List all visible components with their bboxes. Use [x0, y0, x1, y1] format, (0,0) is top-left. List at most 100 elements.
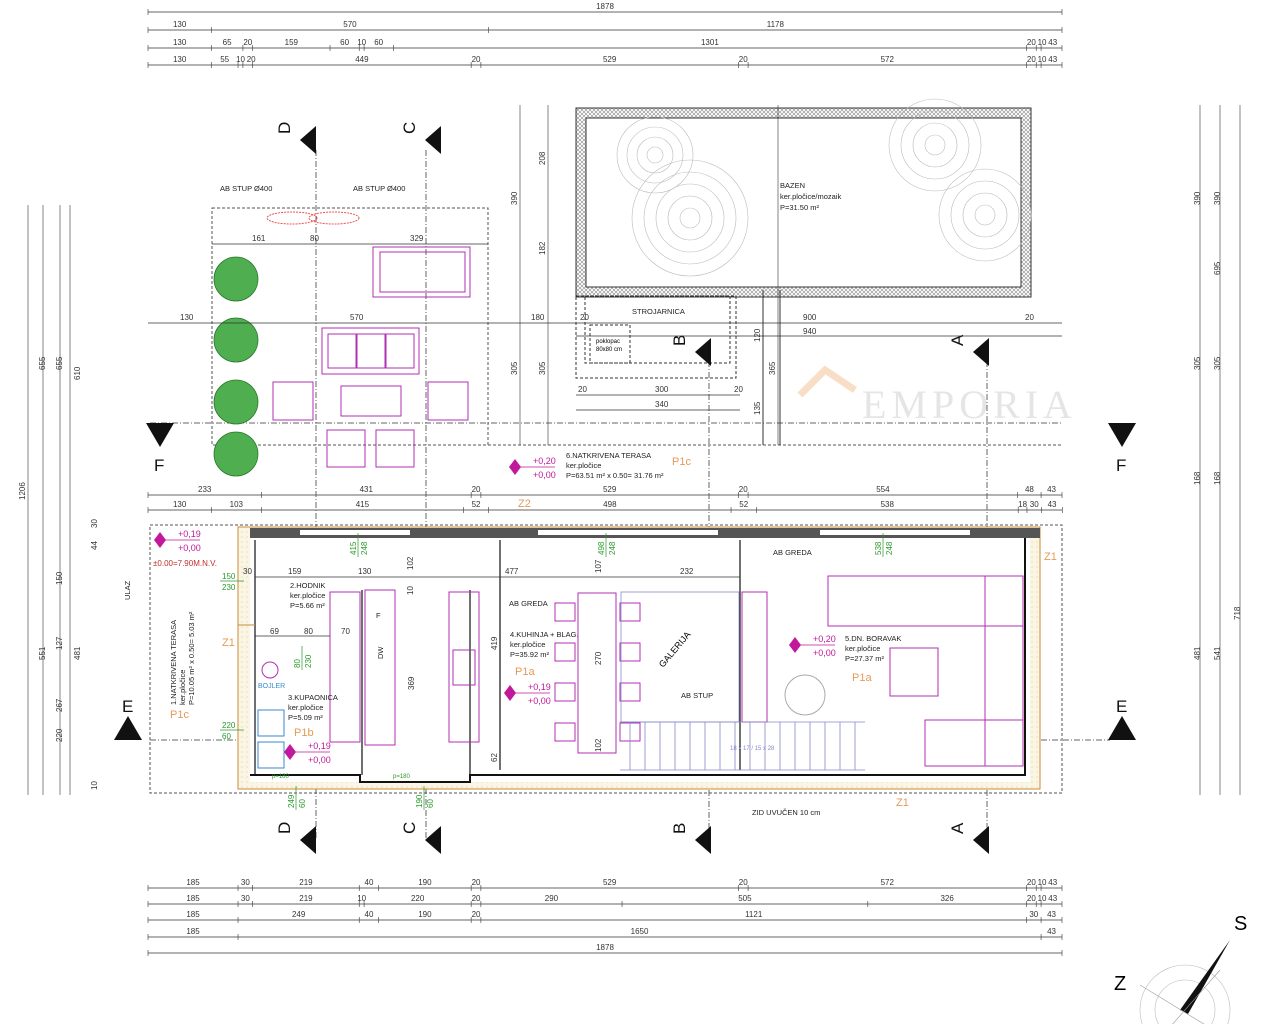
svg-text:D: D — [275, 122, 294, 134]
dimension-value: 554 — [876, 485, 890, 494]
dimension-value: 232 — [680, 567, 694, 576]
svg-text:248: 248 — [608, 541, 617, 555]
svg-text:P=35.92 m²: P=35.92 m² — [510, 650, 549, 659]
dimension-value: 20 — [472, 878, 481, 887]
beam-label-2: AB GREDA — [773, 548, 812, 557]
svg-text:60: 60 — [298, 799, 307, 808]
level-marker: +0,20+0,00 — [509, 456, 556, 480]
watermark: EMPORIA — [797, 365, 1077, 427]
room-code: P1b — [294, 727, 314, 739]
dimension-value: 390 — [510, 191, 519, 205]
dimension-value: 20 — [580, 313, 589, 322]
dimension-value: 107 — [594, 559, 603, 573]
level-markers: +0,19+0,00+0,19+0,00+0,19+0,00+0,20+0,00… — [154, 456, 836, 765]
level-bottom: +0,00 — [308, 755, 331, 765]
room-terrace-1: 1.NATKRIVENA TERASA ker.pločice P=10.05 … — [169, 611, 196, 705]
machine-room: STROJARNICA poklopac 80x80 cm — [575, 290, 781, 445]
svg-text:EMPORIA: EMPORIA — [862, 382, 1077, 427]
section-marker: C — [400, 122, 441, 154]
svg-text:248: 248 — [360, 541, 369, 555]
dimension-value: 10 — [406, 586, 415, 595]
fridge-label: F — [376, 611, 381, 620]
level-marker: +0,20+0,00 — [789, 634, 836, 658]
dimension-value: 305 — [510, 361, 519, 375]
dimension-value: 940 — [803, 327, 817, 336]
dimension-value: 43 — [1048, 55, 1057, 64]
dimension-value: 168 — [1213, 471, 1222, 485]
dimension-value: 570 — [343, 20, 357, 29]
dimension-value: 30 — [241, 894, 250, 903]
dimension-value: 40 — [365, 910, 374, 919]
section-lines — [315, 150, 988, 840]
section-marker: F — [146, 423, 174, 475]
dimension-value: 10 — [1038, 55, 1047, 64]
dimension-value: 1206 — [18, 482, 27, 500]
dimension-value: 481 — [73, 646, 82, 660]
dimension-value: 477 — [505, 567, 519, 576]
wall-note: ZID UVUČEN 10 cm — [752, 808, 820, 817]
svg-text:415: 415 — [349, 541, 358, 555]
svg-text:ker.pločice: ker.pločice — [288, 703, 323, 712]
svg-text:1.NATKRIVENA TERASA: 1.NATKRIVENA TERASA — [169, 620, 178, 705]
dimension-value: 20 — [247, 55, 256, 64]
dimension-value: 10 — [90, 781, 99, 790]
dimension-value: 369 — [407, 676, 416, 690]
dimension-value: 415 — [356, 500, 370, 509]
dimension-value: 249 — [292, 910, 306, 919]
svg-text:2.HODNIK: 2.HODNIK — [290, 581, 325, 590]
svg-text:E: E — [1116, 697, 1127, 716]
svg-text:60: 60 — [426, 799, 435, 808]
room-labels: 1.NATKRIVENA TERASA ker.pločice P=10.05 … — [169, 451, 901, 739]
section-marker: B — [670, 335, 711, 366]
dimension-value: 20 — [472, 894, 481, 903]
dimension-value: 43 — [1047, 927, 1056, 936]
dimension-value: 718 — [1233, 606, 1242, 620]
svg-text:E: E — [122, 697, 133, 716]
dimension-value: 20 — [1027, 878, 1036, 887]
dimension-value: 419 — [490, 636, 499, 650]
level-top: +0,19 — [178, 529, 201, 539]
dimension-value: 10 — [357, 38, 366, 47]
dimension-value: 52 — [472, 500, 481, 509]
dimension-value: 40 — [365, 878, 374, 887]
dimension-value: 233 — [198, 485, 212, 494]
dimension-value: 20 — [1025, 313, 1034, 322]
dimension-value: 329 — [410, 234, 424, 243]
hatch-size: 80x80 cm — [596, 347, 622, 353]
level-reference: ±0.00=7.90M.N.V. — [153, 559, 217, 568]
svg-text:248: 248 — [885, 541, 894, 555]
washers — [257, 661, 285, 769]
section-marker: E — [114, 697, 142, 740]
svg-text:498: 498 — [597, 541, 606, 555]
dimension-value: 150 — [55, 571, 64, 585]
dimension-value: 185 — [186, 878, 200, 887]
dimension-value: 505 — [738, 894, 752, 903]
dimension-value: 161 — [252, 234, 266, 243]
dimension-value: 208 — [538, 151, 547, 165]
dimension-value: 20 — [1027, 55, 1036, 64]
dimension-value: 190 — [418, 878, 432, 887]
svg-text:A: A — [948, 822, 967, 834]
dimension-value: 44 — [90, 541, 99, 550]
svg-text:P=5.09 m²: P=5.09 m² — [288, 713, 323, 722]
dimension-value: 900 — [803, 313, 817, 322]
dimension-value: 20 — [739, 485, 748, 494]
svg-text:249: 249 — [287, 794, 296, 808]
svg-text:538: 538 — [874, 541, 883, 555]
dimension-value: 20 — [578, 385, 587, 394]
dimension-value: 220 — [55, 728, 64, 742]
dimension-value: 30 — [90, 519, 99, 528]
dimension-value: 10 — [1038, 38, 1047, 47]
dimension-value: 10 — [357, 894, 366, 903]
dimension-value: 655 — [38, 356, 47, 370]
dimension-value: 103 — [230, 500, 244, 509]
dimension-value: 43 — [1048, 894, 1057, 903]
dimension-value: 159 — [288, 567, 302, 576]
